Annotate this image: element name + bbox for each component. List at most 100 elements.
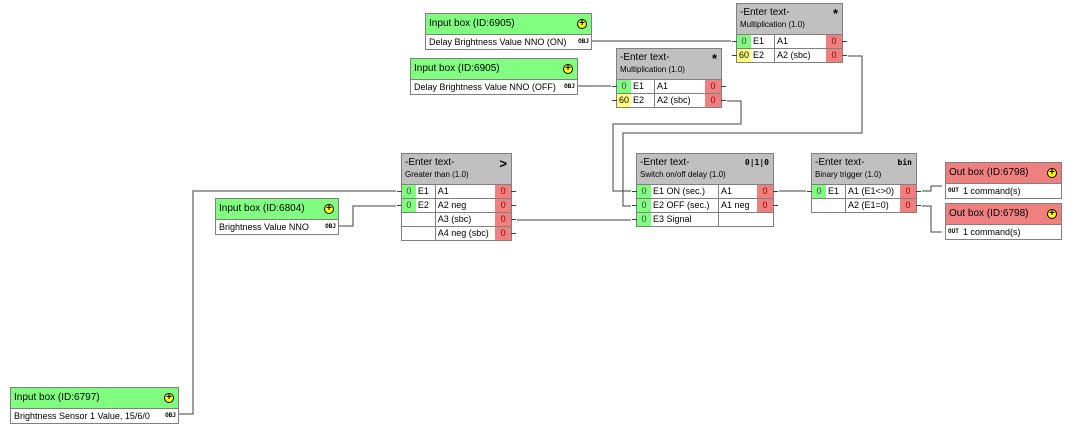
output-value: 0 [495, 213, 511, 226]
input-value[interactable]: 0 [402, 199, 416, 212]
wire-binary-to-out2 [922, 205, 942, 233]
output-label: A1 [657, 81, 669, 91]
block-subtitle: Multiplication (1.0) [740, 20, 805, 29]
switch-delay-symbol-icon: 0|1|0 [744, 158, 769, 167]
block-row: A3 (sbc) 0 [402, 212, 516, 226]
input-value[interactable]: 0 [637, 199, 651, 212]
block-row: 0 E1 A1 0 [732, 34, 847, 48]
out-tag: OUT [948, 228, 959, 235]
block-title: -Enter text- [815, 157, 865, 168]
input-box-brightness-sensor[interactable]: Input box (ID:6797)+ Brightness Sensor 1… [10, 387, 179, 424]
output-label: A1 neg [721, 200, 750, 210]
wire-mult-top-to-switch-e2 [622, 55, 863, 207]
block-subtitle: Greater than (1.0) [405, 170, 469, 179]
input-label: E1 [751, 35, 775, 48]
output-label: A3 (sbc) [437, 214, 472, 224]
input-label: E1 [416, 185, 436, 198]
binary-symbol-icon: bin [897, 158, 912, 167]
input-value[interactable]: 0 [737, 35, 751, 48]
input-box-title: Input box (ID:6797) [14, 392, 100, 403]
expand-plus-icon[interactable]: + [577, 19, 587, 29]
multiply-symbol-icon: * [711, 51, 717, 66]
output-label: A2 neg [437, 200, 467, 210]
input-box-label: Delay Brightness Value NNO (OFF) [414, 82, 556, 92]
out-tag: OUT [948, 187, 959, 194]
output-label: A1 (E1<>0) [848, 186, 895, 196]
wire-mult-mid-to-switch-e1 [612, 100, 742, 192]
output-label: A1 [437, 186, 449, 196]
output-value: 0 [495, 199, 511, 212]
input-value[interactable]: 60 [737, 49, 751, 62]
out-box-1[interactable]: Out box (ID:6798) + OUT 1 command(s) [945, 162, 1062, 199]
output-label: A2 (sbc) [777, 50, 811, 60]
block-row: 60 E2 A2 (sbc) 0 [732, 48, 847, 62]
empty-input-cell [402, 213, 436, 226]
input-box-delay-on[interactable]: Input box (ID:6905)+ Delay Brightness Va… [425, 13, 592, 50]
input-value[interactable]: 0 [637, 213, 651, 226]
input-box-title: Input box (ID:6905) [414, 63, 500, 74]
input-label: E3 Signal [651, 213, 719, 226]
output-value: 0 [495, 185, 511, 198]
expand-plus-icon[interactable]: + [1047, 168, 1057, 178]
wire-brightness-to-greater [339, 205, 396, 227]
out-box-title: Out box (ID:6798) [949, 208, 1029, 219]
block-subtitle: Switch on/off delay (1.0) [640, 170, 726, 179]
expand-plus-icon[interactable]: + [1047, 209, 1057, 219]
output-value: 0 [495, 227, 511, 240]
input-value[interactable]: 0 [402, 185, 416, 198]
out-box-label: 1 command(s) [963, 186, 1021, 196]
input-label: E2 OFF (sec.) [651, 199, 719, 212]
output-label: A1 [721, 186, 733, 196]
out-box-2[interactable]: Out box (ID:6798) + OUT 1 command(s) [945, 203, 1062, 240]
output-value: 0 [705, 94, 721, 107]
input-value[interactable]: 60 [617, 94, 631, 107]
function-block-multiplication-top[interactable]: -Enter text- Multiplication (1.0) * 0 E1… [732, 3, 847, 63]
block-title: -Enter text- [620, 52, 670, 63]
output-value: 0 [826, 35, 842, 48]
empty-input-cell [402, 227, 436, 240]
input-label: E2 [416, 199, 436, 212]
expand-plus-icon[interactable]: + [563, 64, 573, 74]
output-label [719, 213, 757, 226]
object-tag: OBJ [165, 412, 176, 419]
block-row: 60 E2 A2 (sbc) 0 [612, 93, 726, 107]
function-block-binary-trigger[interactable]: -Enter text- Binary trigger (1.0) bin 0 … [807, 153, 921, 213]
input-box-delay-off[interactable]: Input box (ID:6905) + Delay Brightness Va… [410, 58, 578, 95]
block-row: 0 E2 OFF (sec.) A1 neg 0 [632, 198, 778, 212]
output-label: A4 neg (sbc) [437, 228, 489, 238]
output-value: 0 [757, 185, 773, 198]
function-block-switch-delay[interactable]: -Enter text- Switch on/off delay (1.0) 0… [632, 153, 778, 227]
input-value[interactable]: 0 [637, 185, 651, 198]
object-tag: OBJ [325, 223, 336, 230]
function-block-multiplication-mid[interactable]: -Enter text- Multiplication (1.0) * 0 E1… [612, 48, 726, 108]
block-title: -Enter text- [640, 157, 690, 168]
block-row: 0 E2 A2 neg 0 [397, 198, 516, 212]
input-value[interactable]: 0 [812, 185, 826, 198]
input-box-title: Input box (ID:6905) [429, 18, 515, 29]
out-box-label: 1 command(s) [963, 227, 1021, 237]
output-label: A2 (E1=0) [848, 200, 889, 210]
multiply-symbol-icon: * [832, 6, 838, 21]
block-row: A4 neg (sbc) 0 [402, 226, 516, 240]
expand-plus-icon[interactable]: + [164, 393, 174, 403]
out-box-title: Out box (ID:6798) [949, 167, 1029, 178]
input-value[interactable]: 0 [617, 80, 631, 93]
function-block-greater-than[interactable]: -Enter text- Greater than (1.0) > 0 E1 A… [397, 153, 516, 241]
expand-plus-icon[interactable]: + [324, 204, 334, 214]
empty-input-cell [812, 199, 846, 212]
input-label: E1 [826, 185, 846, 198]
block-row: 0 E1 A1 0 [397, 184, 516, 198]
output-label: A2 (sbc) [657, 95, 691, 105]
object-tag: OBJ [578, 38, 589, 45]
output-value: 0 [705, 80, 721, 93]
input-box-brightness-nno[interactable]: Input box (ID:6804)+ Brightness Value NN… [215, 198, 339, 235]
block-row: 0 E1 ON (sec.) A1 0 [632, 184, 778, 198]
input-label: E1 ON (sec.) [651, 185, 719, 198]
output-value: 0 [900, 185, 916, 198]
wire-binary-to-out1 [922, 185, 942, 192]
output-label: A1 [777, 36, 789, 46]
block-row: A2 (E1=0) 0 [812, 198, 921, 212]
block-title: -Enter text- [740, 7, 790, 18]
block-row: 0 E1 A1 0 [612, 79, 726, 93]
